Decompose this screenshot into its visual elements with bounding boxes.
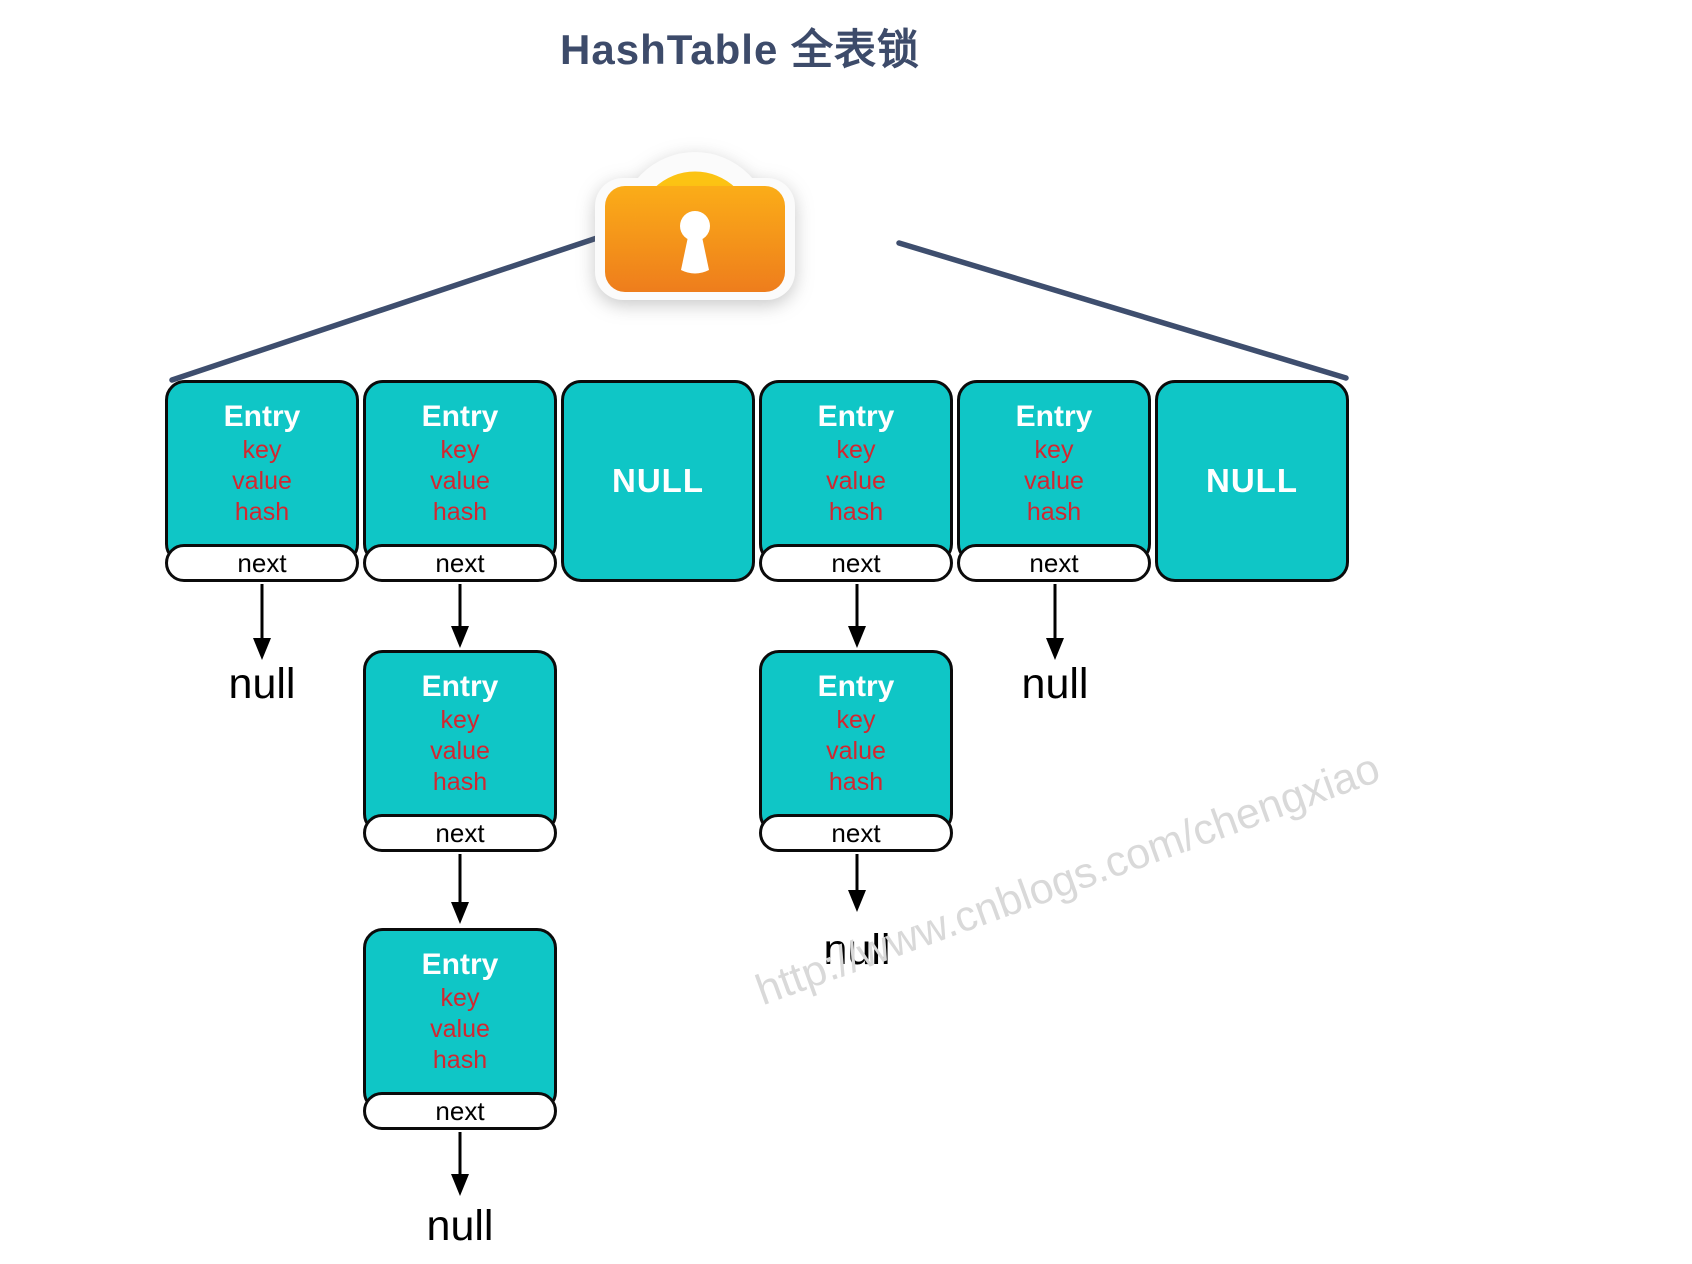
null-ref-bucket0: null: [228, 660, 296, 708]
lock-scope-line-left: [169, 235, 600, 383]
page-title: HashTable 全表锁: [560, 26, 920, 73]
entry-field-hash: hash: [828, 498, 884, 526]
bucket-2-null: NULL: [561, 380, 755, 582]
entry-field-value: value: [430, 737, 490, 765]
entry-field-key: key: [440, 706, 480, 734]
entry-field-key: key: [836, 706, 876, 734]
next-pointer: next: [759, 814, 953, 852]
entry-field-value: value: [430, 467, 490, 495]
entry-field-hash: hash: [432, 1046, 488, 1074]
keyhole-icon: [680, 211, 710, 241]
entry-field-key: key: [440, 436, 480, 464]
entry-field-key: key: [242, 436, 282, 464]
bucket-5-null: NULL: [1155, 380, 1349, 582]
null-ref-bucket4: null: [1021, 660, 1089, 708]
entry-node: Entry key value hash: [957, 380, 1151, 564]
padlock-icon: [595, 152, 795, 300]
next-pointer: next: [363, 544, 557, 582]
entry-field-hash: hash: [828, 768, 884, 796]
null-ref-bucket1-chain: null: [426, 1202, 494, 1250]
entry-title: Entry: [421, 400, 499, 433]
entry-title: Entry: [1015, 400, 1093, 433]
entry-title: Entry: [421, 670, 499, 703]
lock-scope-line-right: [896, 240, 1349, 381]
next-pointer: next: [363, 814, 557, 852]
chain-bucket1-entry-3: Entry key value hash next: [363, 928, 557, 1130]
pointer-arrows: [253, 584, 1064, 1196]
entry-field-hash: hash: [1026, 498, 1082, 526]
entry-node: Entry key value hash: [363, 650, 557, 834]
chain-bucket3-entry-2: Entry key value hash next: [759, 650, 953, 852]
keyhole-wedge: [681, 232, 709, 274]
bucket-4-entry: Entry key value hash next: [957, 380, 1151, 582]
null-bucket: NULL: [561, 380, 755, 582]
entry-title: Entry: [421, 948, 499, 981]
entry-field-value: value: [430, 1015, 490, 1043]
entry-field-hash: hash: [432, 768, 488, 796]
entry-node: Entry key value hash: [165, 380, 359, 564]
entry-field-key: key: [1034, 436, 1074, 464]
next-pointer: next: [165, 544, 359, 582]
next-pointer: next: [957, 544, 1151, 582]
next-pointer: next: [759, 544, 953, 582]
entry-field-value: value: [826, 737, 886, 765]
entry-node: Entry key value hash: [759, 650, 953, 834]
entry-field-value: value: [232, 467, 292, 495]
entry-title: Entry: [817, 400, 895, 433]
entry-node: Entry key value hash: [363, 928, 557, 1112]
entry-title: Entry: [223, 400, 301, 433]
entry-field-key: key: [440, 984, 480, 1012]
entry-field-key: key: [836, 436, 876, 464]
entry-field-value: value: [826, 467, 886, 495]
bucket-0-entry: Entry key value hash next: [165, 380, 359, 582]
entry-field-hash: hash: [234, 498, 290, 526]
entry-field-hash: hash: [432, 498, 488, 526]
null-bucket: NULL: [1155, 380, 1349, 582]
null-ref-bucket3-chain: null: [823, 926, 891, 974]
entry-node: Entry key value hash: [363, 380, 557, 564]
bucket-3-entry: Entry key value hash next: [759, 380, 953, 582]
bucket-1-entry: Entry key value hash next: [363, 380, 557, 582]
entry-node: Entry key value hash: [759, 380, 953, 564]
next-pointer: next: [363, 1092, 557, 1130]
chain-bucket1-entry-2: Entry key value hash next: [363, 650, 557, 852]
entry-title: Entry: [817, 670, 895, 703]
entry-field-value: value: [1024, 467, 1084, 495]
